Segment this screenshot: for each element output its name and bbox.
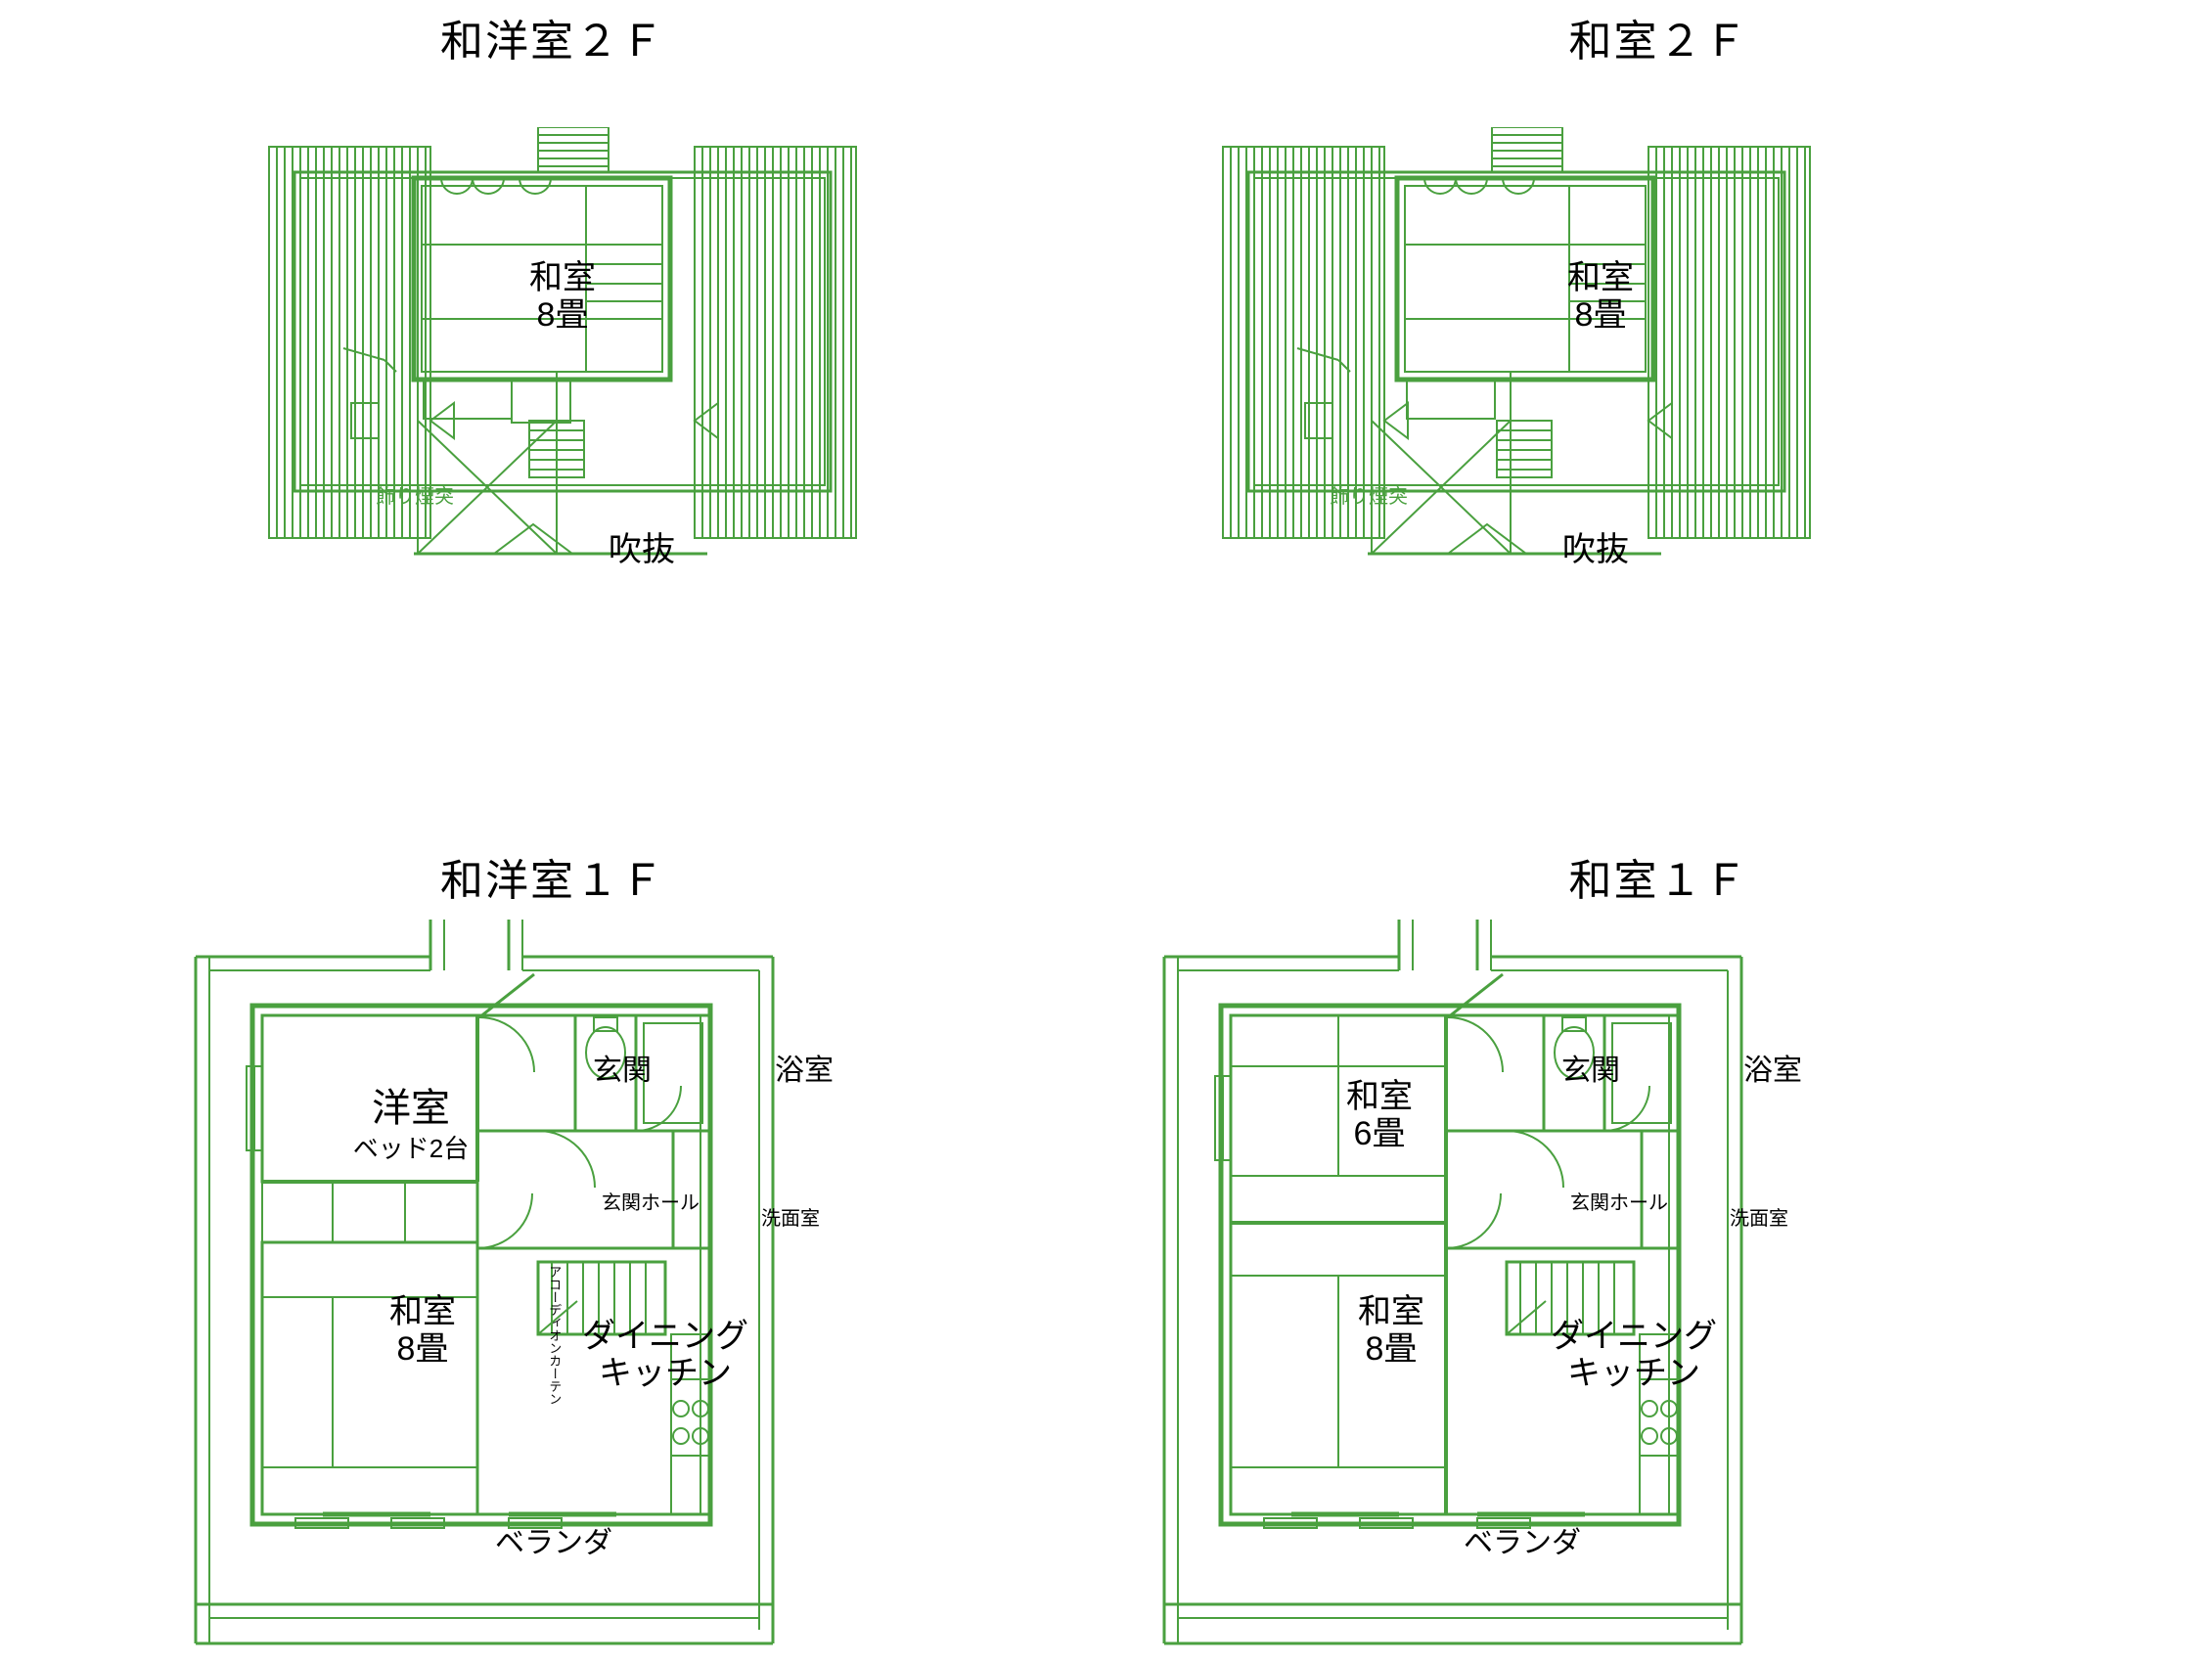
panel-wayou-1f: 和洋室１Ｆ [0, 822, 1106, 1659]
panel-title-wayou-2f: 和洋室２Ｆ [440, 18, 665, 66]
room-label-genkan-hall: 玄関ホール [602, 1191, 700, 1214]
room-label-veranda: ベランダ [495, 1527, 612, 1560]
room-label-yokushitsu: 浴室 [1743, 1055, 1802, 1088]
plan-drawing-wayou-1f [186, 920, 929, 1663]
room-label-line2: キッチン [1567, 1355, 1700, 1392]
room-label-line1: 和室 [529, 258, 596, 296]
room-label-line2: 8畳 [536, 296, 589, 334]
room-label-line1: 洋室 [372, 1087, 450, 1131]
room-label-dining-kitchen: ダイニング キッチン [1551, 1318, 1717, 1392]
room-label-line1: ダイニング [582, 1317, 748, 1355]
plan-drawing-wayou-2f [249, 127, 876, 675]
room-label-senmenshitsu: 洗面室 [761, 1207, 820, 1230]
room-label-line2: キッチン [599, 1355, 732, 1392]
room-label-genkan: 玄関 [593, 1055, 652, 1088]
room-label-line1: 和室 [389, 1292, 456, 1330]
room-label-washitsu-8jo: 和室 8畳 [1358, 1293, 1424, 1368]
panel-title-washitsu-2f: 和室２Ｆ [1568, 18, 1749, 66]
room-label-kazari-entotsu: 飾り煙突 [1330, 485, 1408, 508]
panel-washitsu-2f: 和室２Ｆ [1106, 0, 2212, 743]
room-label-fukinuke: 吹抜 [609, 530, 675, 568]
panel-wayou-2f: 和洋室２Ｆ [0, 0, 1106, 743]
room-label-line2: ベッド2台 [352, 1133, 470, 1163]
room-label-senmenshitsu: 洗面室 [1730, 1207, 1788, 1230]
room-label-line1: 和室 [1346, 1077, 1413, 1115]
room-label-washitsu-8jo: 和室 8畳 [529, 259, 596, 334]
room-label-line1: ダイニング [1551, 1317, 1717, 1355]
room-label-line2: 8畳 [1365, 1330, 1418, 1368]
room-label-veranda: ベランダ [1464, 1527, 1581, 1560]
plan-drawing-washitsu-1f [1154, 920, 1898, 1663]
room-label-fukinuke: 吹抜 [1562, 530, 1629, 568]
room-label-washitsu-6jo: 和室 6畳 [1346, 1078, 1413, 1152]
room-label-line1: 和室 [1358, 1292, 1424, 1330]
room-label-dining-kitchen: ダイニング キッチン [582, 1318, 748, 1392]
room-label-yokushitsu: 浴室 [775, 1055, 834, 1088]
room-label-genkan-hall: 玄関ホール [1570, 1191, 1668, 1214]
panel-washitsu-1f: 和室１Ｆ [1106, 822, 2212, 1659]
panel-title-washitsu-1f: 和室１Ｆ [1568, 857, 1749, 905]
room-label-line2: 8畳 [1574, 296, 1627, 334]
room-label-youshitsu: 洋室 ベッド2台 [353, 1087, 469, 1163]
room-label-line2: 8畳 [396, 1330, 449, 1368]
plan-drawing-washitsu-2f [1203, 127, 1829, 675]
room-label-accordion-curtain: アコーディオンカーテン [547, 1265, 563, 1406]
room-label-genkan: 玄関 [1561, 1055, 1620, 1088]
room-label-washitsu-8jo: 和室 8畳 [1567, 259, 1634, 334]
room-label-kazari-entotsu: 飾り煙突 [376, 485, 454, 508]
panel-title-wayou-1f: 和洋室１Ｆ [440, 857, 665, 905]
room-label-washitsu-8jo: 和室 8畳 [389, 1293, 456, 1368]
room-label-line1: 和室 [1567, 258, 1634, 296]
room-label-line2: 6畳 [1353, 1115, 1406, 1152]
